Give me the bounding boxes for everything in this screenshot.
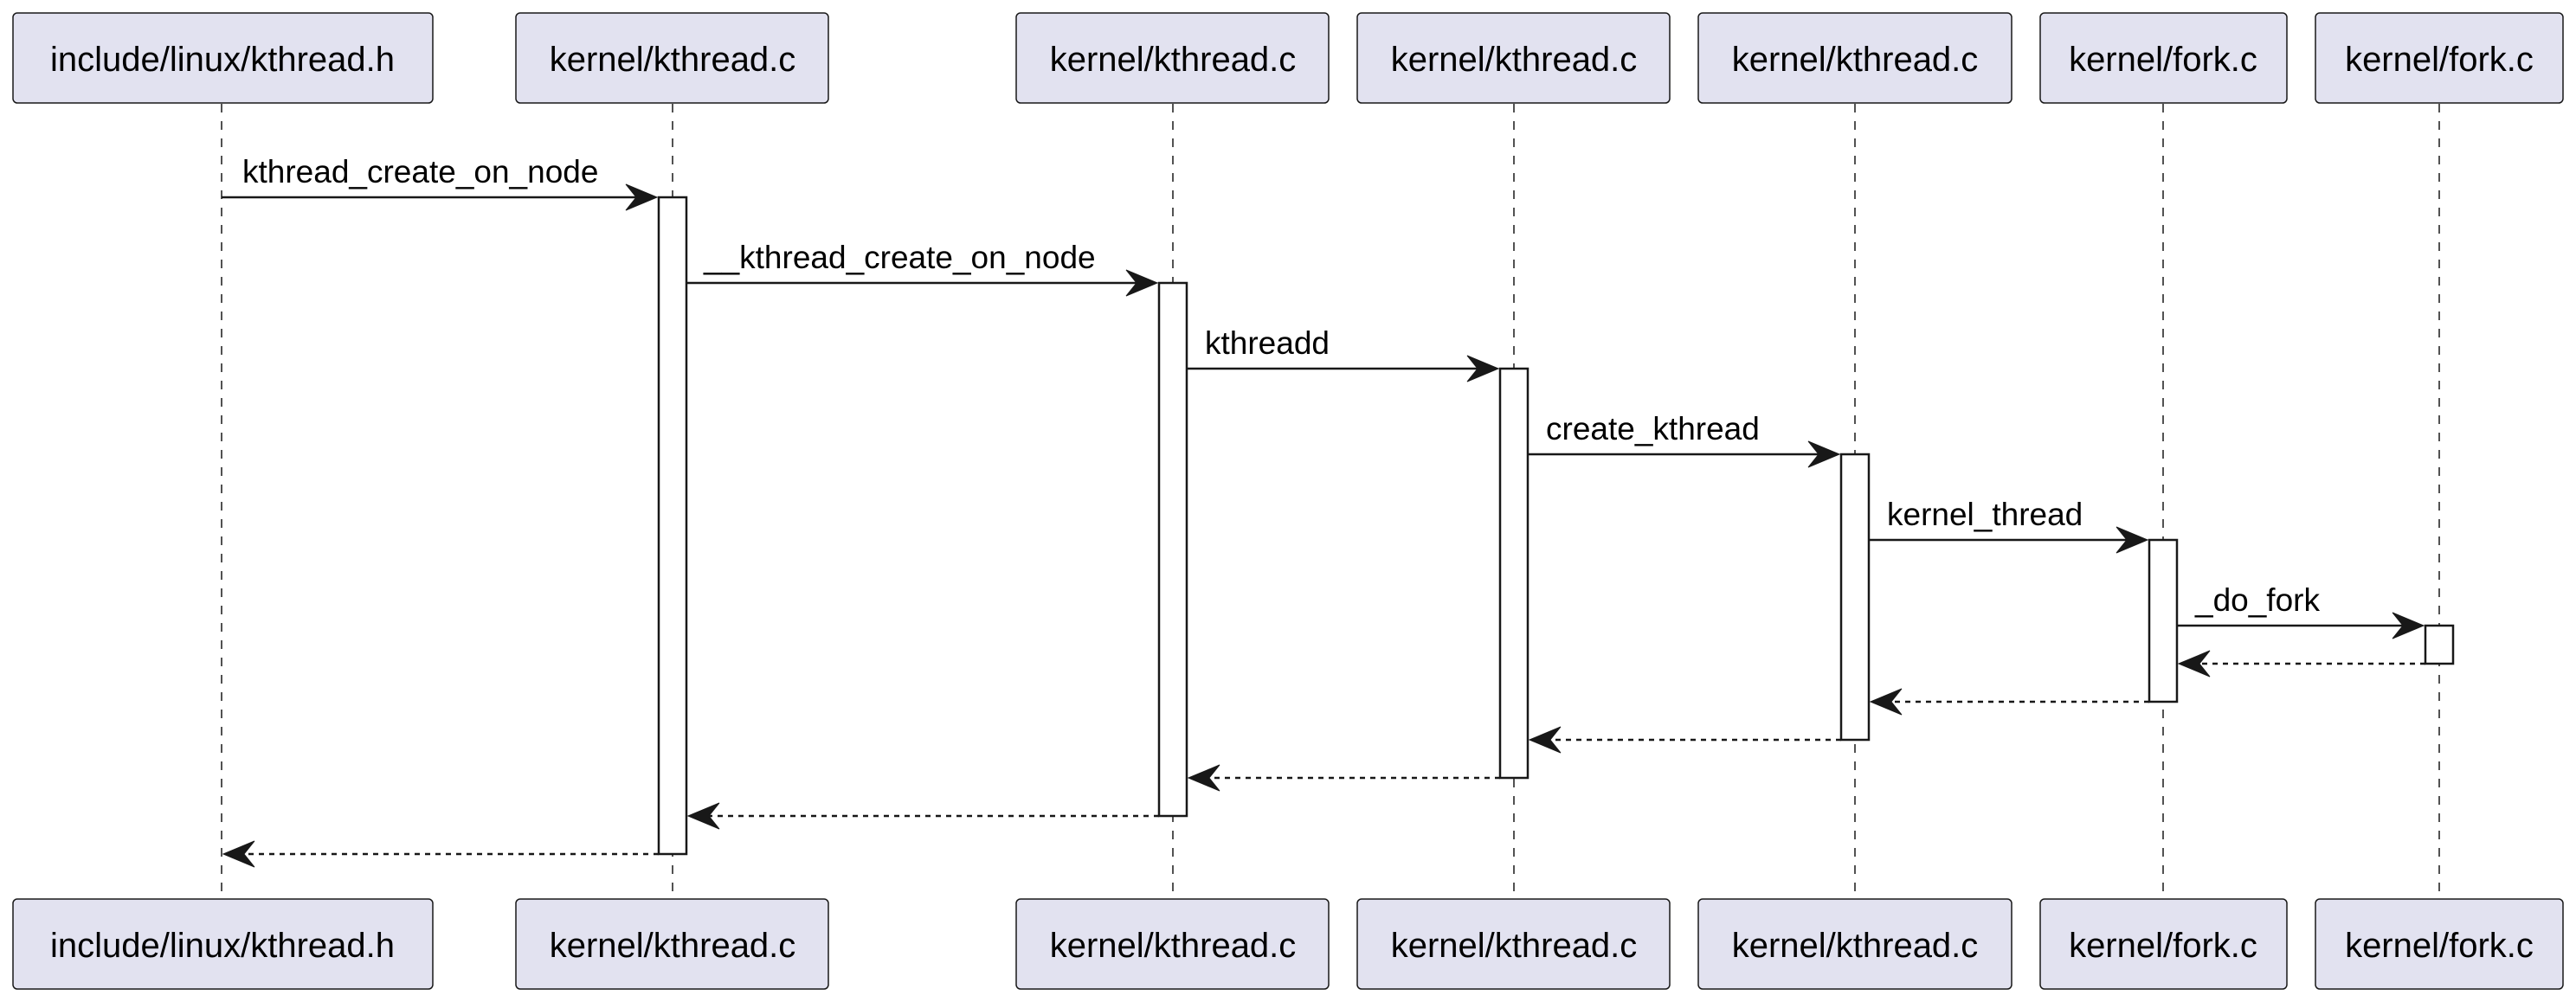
participant-box (2315, 12, 2564, 104)
participant-box (2039, 898, 2288, 990)
message-label: kthread_create_on_node (242, 154, 598, 189)
participant-box (515, 12, 829, 104)
participants-top: include/linux/kthread.h kernel/kthread.c… (12, 12, 2564, 104)
participant-box (1697, 12, 2012, 104)
return-messages (222, 650, 2425, 868)
activation-bar (2148, 538, 2179, 703)
participants-bottom: include/linux/kthread.h kernel/kthread.c… (12, 898, 2564, 990)
arrowhead (625, 183, 659, 211)
participant-label: kernel/kthread.c (550, 927, 796, 965)
arrowhead (2392, 612, 2425, 639)
message-label: __kthread_create_on_node (703, 240, 1096, 275)
activation-bar (1157, 281, 1188, 818)
participant-box (12, 898, 434, 990)
arrowhead (1528, 726, 1562, 754)
participant-label: include/linux/kthread.h (50, 41, 395, 79)
arrowhead (1869, 688, 1903, 716)
participant-label: kernel/kthread.c (550, 41, 796, 79)
activation-bar (1839, 453, 1871, 742)
arrowhead (1125, 269, 1159, 297)
arrowhead (2177, 650, 2211, 678)
activation-bar (2424, 624, 2455, 665)
participant-label: kernel/kthread.c (1732, 41, 1979, 79)
arrowhead (222, 840, 255, 868)
participant-label: kernel/kthread.c (1391, 41, 1638, 79)
activation-bar (657, 196, 688, 856)
message-label: kthreadd (1205, 325, 1330, 361)
participant-box (12, 12, 434, 104)
participant-label: kernel/kthread.c (1732, 927, 1979, 965)
participant-label: kernel/kthread.c (1050, 41, 1297, 79)
message-label: _do_fork (2194, 582, 2320, 618)
participant-label: kernel/kthread.c (1391, 927, 1638, 965)
message-label: create_kthread (1546, 411, 1760, 446)
participant-label: kernel/fork.c (2345, 41, 2534, 79)
participant-box (1356, 12, 1671, 104)
arrowhead (1187, 764, 1220, 792)
arrowhead (1466, 355, 1500, 382)
participant-box (1697, 898, 2012, 990)
message-label: kernel_thread (1887, 497, 2083, 532)
participant-box (1015, 12, 1330, 104)
arrowhead (1807, 440, 1841, 468)
participant-box (515, 898, 829, 990)
participant-label: kernel/fork.c (2069, 41, 2257, 79)
arrowhead (686, 802, 720, 830)
participant-label: kernel/fork.c (2069, 927, 2257, 965)
activation-bar (1498, 367, 1530, 780)
activations (657, 196, 2455, 856)
participant-label: kernel/fork.c (2345, 927, 2534, 965)
call-messages: kthread_create_on_node __kthread_create_… (222, 154, 2425, 639)
arrowhead (2116, 526, 2149, 554)
participant-label: include/linux/kthread.h (50, 927, 395, 965)
participant-box (1015, 898, 1330, 990)
participant-label: kernel/kthread.c (1050, 927, 1297, 965)
lifelines (221, 104, 2440, 898)
participant-box (2315, 898, 2564, 990)
participant-box (1356, 898, 1671, 990)
participant-box (2039, 12, 2288, 104)
